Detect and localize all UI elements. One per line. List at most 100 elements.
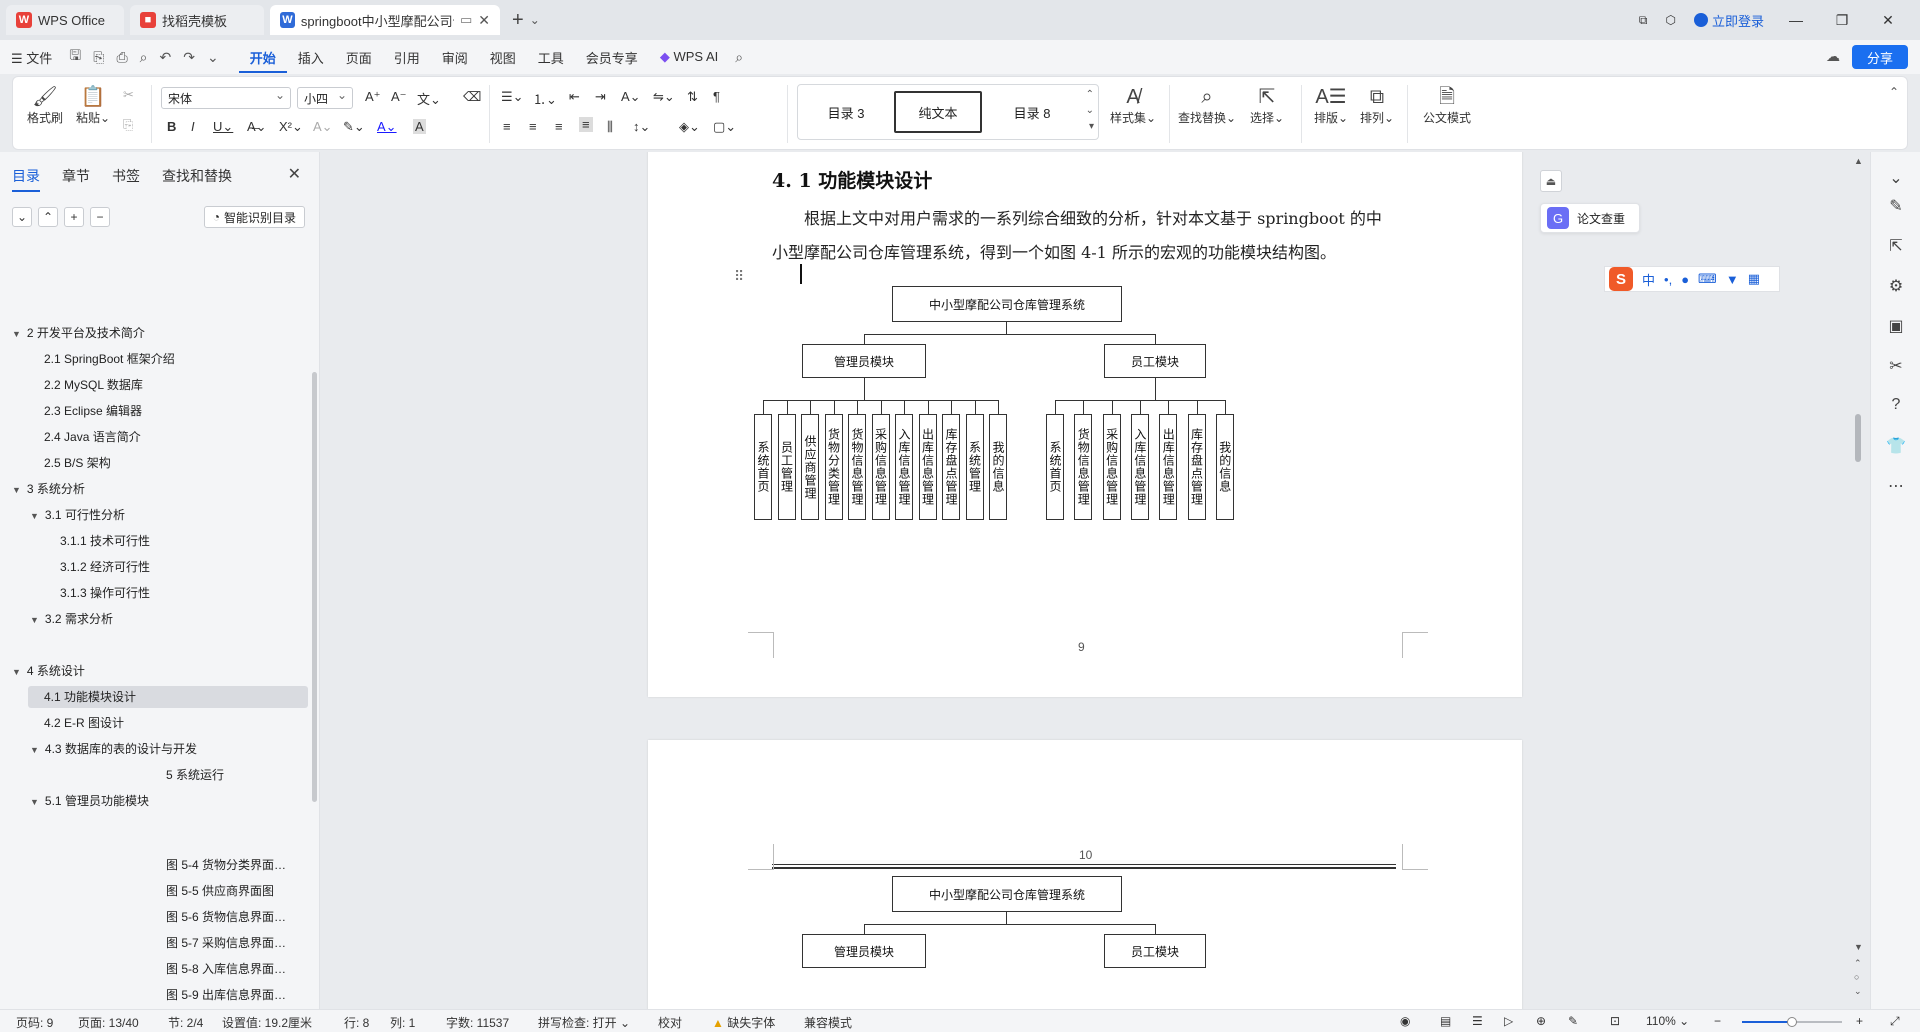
- ime-chinese-icon[interactable]: 中: [1642, 272, 1656, 288]
- official-mode-button[interactable]: 🗎 公文模式: [1417, 85, 1477, 126]
- ai-toc-button[interactable]: ◔智能识别目录: [203, 206, 305, 228]
- font-color-icon[interactable]: A⌄: [377, 119, 397, 134]
- style-scroll-up-icon[interactable]: ⌃: [1085, 89, 1094, 100]
- pen-icon[interactable]: ✎: [1889, 198, 1903, 215]
- toc-item[interactable]: 2.2 MySQL 数据库: [44, 374, 143, 396]
- italic-icon[interactable]: I: [191, 119, 195, 134]
- numbered-list-icon[interactable]: ⒈⌄: [533, 92, 557, 107]
- restore-icon[interactable]: ❐: [1835, 11, 1849, 28]
- expand-triangle-icon[interactable]: ▼: [12, 485, 21, 495]
- save-icon[interactable]: 🖫: [69, 47, 82, 63]
- scroll-up-icon[interactable]: ▲: [1854, 156, 1863, 166]
- scrollbar-thumb[interactable]: [1855, 414, 1861, 462]
- expand-down-icon[interactable]: ⌄: [12, 207, 32, 227]
- toc-item[interactable]: 2.4 Java 语言简介: [44, 426, 141, 448]
- shirt-icon[interactable]: 👕: [1886, 438, 1906, 455]
- more-icon[interactable]: ⋯: [1888, 478, 1904, 495]
- ime-skin-icon[interactable]: ▼: [1725, 271, 1739, 287]
- border-icon[interactable]: ▢⌄: [713, 119, 737, 134]
- wps-ai-button[interactable]: ◆ WPS AI: [649, 49, 729, 65]
- drag-handle-icon[interactable]: ⠿: [734, 268, 745, 284]
- menu-member[interactable]: 会员专享: [585, 50, 638, 66]
- ime-mic-icon[interactable]: ●: [1681, 271, 1690, 287]
- close-nav-icon[interactable]: ✕: [287, 166, 301, 183]
- highlight-icon[interactable]: ✎⌄: [343, 119, 365, 134]
- minimize-icon[interactable]: —: [1789, 12, 1803, 28]
- tab-template[interactable]: ■ 找稻壳模板: [130, 5, 264, 35]
- strikethrough-icon[interactable]: A̶⌄: [247, 119, 267, 134]
- cube-icon[interactable]: ⬡: [1665, 13, 1676, 27]
- bold-icon[interactable]: B: [167, 119, 177, 134]
- close-window-icon[interactable]: ✕: [1882, 11, 1894, 28]
- outline-view-icon[interactable]: ☰: [1472, 1014, 1483, 1028]
- font-name-select[interactable]: 宋体: [161, 87, 291, 109]
- expand-triangle-icon[interactable]: ▼: [30, 511, 39, 521]
- show-marks-icon[interactable]: ¶: [713, 89, 720, 104]
- new-tab-icon[interactable]: +: [512, 8, 524, 31]
- remove-icon[interactable]: −: [90, 207, 110, 227]
- paste-button[interactable]: 📋 粘贴⌄: [73, 85, 113, 126]
- more-chevron-icon[interactable]: ⌄: [206, 48, 219, 65]
- text-direction-icon[interactable]: ⇋⌄: [653, 89, 675, 104]
- status-words[interactable]: 字数: 11537: [446, 1016, 510, 1030]
- status-col[interactable]: 列: 1: [390, 1016, 416, 1030]
- nav-tab-chapter[interactable]: 章节: [62, 168, 90, 184]
- style-toc8[interactable]: 目录 8: [1013, 105, 1051, 121]
- zoom-in-icon[interactable]: +: [1856, 1014, 1864, 1028]
- menu-reference[interactable]: 引用: [393, 50, 420, 66]
- distribute-icon[interactable]: ⫼: [607, 119, 613, 134]
- tab-wps-office[interactable]: W WPS Office: [6, 5, 124, 35]
- style-more-icon[interactable]: ▾: [1088, 121, 1094, 132]
- font-size-select[interactable]: 小四: [297, 87, 353, 109]
- nav-tab-bookmark[interactable]: 书签: [112, 168, 140, 184]
- export-icon[interactable]: ⎘: [93, 48, 105, 65]
- ime-keyboard-icon[interactable]: ⌨: [1698, 271, 1717, 286]
- nav-tab-toc[interactable]: 目录: [12, 166, 40, 192]
- status-missing-font[interactable]: ▲ 缺失字体: [712, 1014, 775, 1031]
- style-toc3[interactable]: 目录 3: [827, 105, 865, 121]
- share-button[interactable]: 分享: [1852, 45, 1908, 69]
- vertical-scrollbar[interactable]: ▲ ▼ ⌃ ○ ⌄: [1850, 152, 1868, 1009]
- toc-item[interactable]: 图 5-5 供应商界面图: [166, 880, 274, 902]
- status-page-no[interactable]: 页码: 9: [16, 1016, 54, 1030]
- format-painter-button[interactable]: 🖌 格式刷: [25, 85, 65, 126]
- search-icon[interactable]: ⌕: [735, 48, 744, 65]
- file-menu[interactable]: ☰ 文件: [11, 50, 53, 66]
- toc-item[interactable]: 4.1 功能模块设计: [28, 686, 308, 708]
- toc-item[interactable]: 4.2 E-R 图设计: [44, 712, 124, 734]
- expand-triangle-icon[interactable]: ▼: [30, 797, 39, 807]
- cloud-upload-icon[interactable]: ☁: [1826, 48, 1840, 64]
- copy-icon[interactable]: ⎘: [123, 117, 134, 132]
- status-compat[interactable]: 兼容模式: [804, 1016, 853, 1030]
- tools-icon[interactable]: ✂: [1889, 358, 1903, 375]
- toc-item[interactable]: 图 5-7 采购信息界面…: [166, 932, 286, 954]
- eye-icon[interactable]: ◉: [1400, 1014, 1411, 1028]
- font-shrink-icon[interactable]: A⁻: [391, 89, 407, 104]
- toc-item[interactable]: ▼4 系统设计: [12, 660, 85, 682]
- print-icon[interactable]: ⎙: [116, 48, 128, 65]
- chevron-down-icon[interactable]: ⌄: [529, 13, 540, 27]
- align-left-icon[interactable]: ≡: [503, 119, 511, 134]
- toc-item[interactable]: ▼5.1 管理员功能模块: [30, 790, 149, 812]
- sogou-logo-icon[interactable]: S: [1609, 267, 1633, 291]
- pen-mode-icon[interactable]: ✎: [1568, 1014, 1579, 1028]
- zoom-slider[interactable]: [1742, 1017, 1842, 1027]
- redo-icon[interactable]: ↷: [183, 48, 195, 65]
- select-browse-icon[interactable]: ○: [1854, 972, 1860, 982]
- play-icon[interactable]: ▷: [1504, 1014, 1514, 1028]
- add-icon[interactable]: +: [64, 207, 84, 227]
- scroll-down-icon[interactable]: ▼: [1854, 942, 1863, 952]
- toc-item[interactable]: ▼3 系统分析: [12, 478, 85, 500]
- close-tab-icon[interactable]: ✕: [478, 11, 490, 28]
- login-button[interactable]: 立即登录: [1693, 11, 1764, 30]
- toc-item[interactable]: 2.5 B/S 架构: [44, 452, 111, 474]
- tab-document[interactable]: W springboot中小型摩配公司仓 ▭ ✕: [270, 5, 500, 35]
- toc-item[interactable]: 2.1 SpringBoot 框架介绍: [44, 348, 175, 370]
- justify-icon[interactable]: ≡: [579, 117, 593, 132]
- status-proof[interactable]: 校对: [658, 1016, 683, 1030]
- char-shading-icon[interactable]: A: [413, 119, 426, 134]
- style-plain-text[interactable]: 纯文本: [894, 91, 982, 133]
- adjust-icon[interactable]: ⚙: [1888, 278, 1904, 295]
- image-edit-icon[interactable]: ▣: [1888, 318, 1904, 335]
- increase-indent-icon[interactable]: ⇥: [595, 89, 606, 104]
